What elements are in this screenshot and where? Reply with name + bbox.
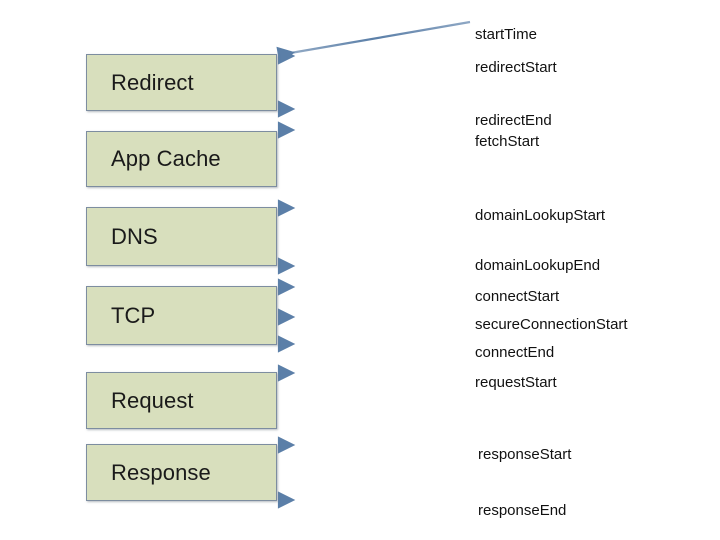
event-label-redirect-start: redirectStart	[475, 59, 557, 76]
event-label-domain-lookup-end: domainLookupEnd	[475, 257, 601, 274]
phase-box-label: DNS	[111, 223, 158, 249]
phase-box-label: Response	[111, 459, 211, 485]
phase-box-tcp[interactable]: TCP	[86, 286, 277, 345]
phase-box-response[interactable]: Response	[86, 444, 277, 501]
event-label-fetch-start: fetchStart	[475, 133, 540, 150]
event-label-response-start: responseStart	[478, 446, 572, 463]
event-label-redirect-end: redirectEnd	[475, 112, 552, 129]
event-label-connect-start: connectStart	[475, 288, 560, 305]
event-arrows	[276, 20, 471, 509]
phase-box-label: Request	[111, 387, 194, 413]
phase-box-redirect[interactable]: Redirect	[86, 54, 277, 111]
event-label-request-start: requestStart	[475, 374, 557, 391]
phase-box-request[interactable]: Request	[86, 372, 277, 429]
event-label-response-end: responseEnd	[478, 502, 567, 519]
event-arrow-start-time	[276, 20, 471, 64]
phase-box-label: Redirect	[111, 69, 194, 95]
phase-box-app-cache[interactable]: App Cache	[86, 131, 277, 187]
event-label-connect-end: connectEnd	[475, 344, 555, 361]
phase-box-label: App Cache	[111, 146, 221, 171]
phase-box-label: TCP	[111, 302, 156, 328]
event-label-domain-lookup-start: domainLookupStart	[475, 207, 606, 224]
event-label-secure-connection-start: secureConnectionStart	[475, 316, 628, 333]
event-label-start-time: startTime	[475, 26, 537, 43]
phase-box-dns[interactable]: DNS	[86, 207, 277, 266]
